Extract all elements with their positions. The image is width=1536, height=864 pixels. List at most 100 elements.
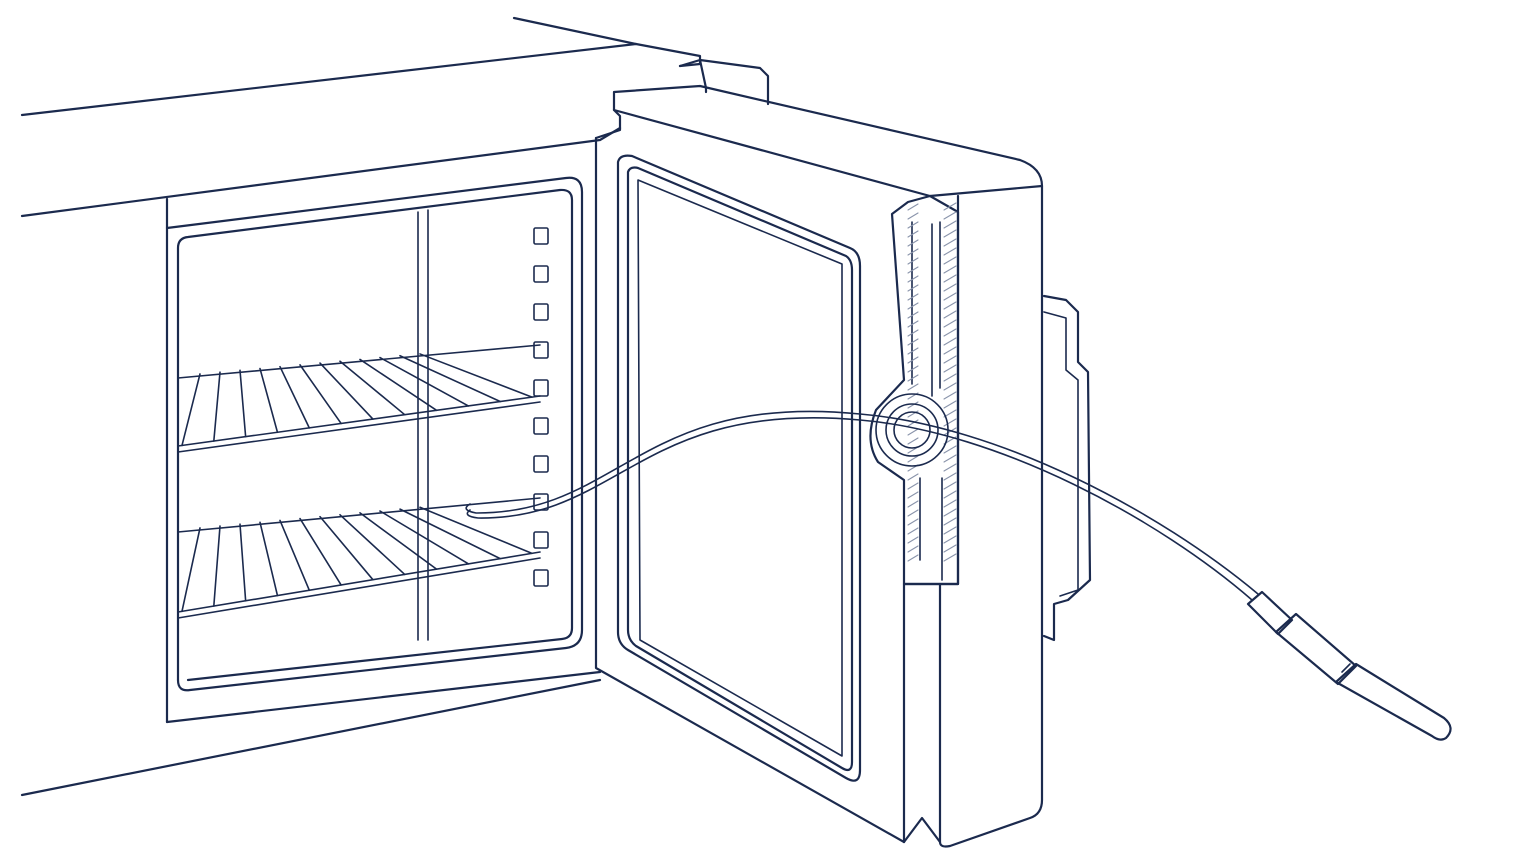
hatch-line [943, 238, 957, 247]
shelf-bar [319, 515, 374, 581]
hatch-line [943, 526, 957, 535]
shelf-bar [339, 513, 406, 576]
hatch-line [943, 508, 957, 517]
door-gasket-outer [616, 154, 862, 782]
hatch-line [943, 463, 957, 472]
hatch-line [943, 283, 957, 292]
cabinet-bottom-inner-edge [165, 670, 602, 724]
hatch-line [943, 310, 957, 319]
shelf-bar [279, 519, 311, 592]
shelf-bar [259, 521, 279, 597]
hatch-line [943, 391, 957, 400]
hatch-line [907, 257, 919, 265]
opening-frame-inner [176, 188, 574, 682]
shelf-bar [419, 506, 533, 555]
door-side-bottom [902, 816, 942, 844]
slot [533, 341, 549, 359]
hatch-line [943, 499, 957, 508]
hatch-line [907, 383, 919, 391]
hatch-line [907, 500, 919, 508]
shelf-bar [379, 356, 470, 407]
hatch-line [907, 356, 919, 364]
wire-shelf-lower [177, 497, 541, 619]
hatch-line [907, 401, 919, 409]
shelf-front-wire [177, 551, 541, 613]
hatch-line [943, 373, 957, 382]
cable-strand-b [465, 410, 1259, 595]
hatch-line [907, 302, 919, 310]
shelf-bar [181, 373, 201, 447]
shelf-bar [239, 523, 247, 602]
probe-ridge [1341, 663, 1351, 673]
hatch-line [907, 455, 919, 463]
hatch-line [943, 229, 957, 238]
hatch-line [907, 266, 919, 274]
slot [533, 531, 549, 549]
cabinet-bottom-edge [20, 678, 602, 797]
shelf-front-wire [177, 395, 541, 447]
hatch-line [943, 427, 957, 436]
door-latch-block [1042, 294, 1092, 642]
hatch-line [907, 365, 919, 373]
shelf-bar [181, 527, 201, 613]
shelf-bar [319, 362, 374, 420]
hatch-line [943, 301, 957, 310]
hatch-line [907, 248, 919, 256]
interior-chamber [165, 176, 584, 692]
shelf-bar [359, 358, 438, 412]
hatch-line [943, 382, 957, 391]
opening-frame-outer [165, 176, 584, 692]
door-cutaway-section [869, 194, 960, 586]
shelf-bar [399, 508, 501, 560]
hatch-line [943, 400, 957, 409]
hatch-line [907, 509, 919, 517]
door-top-face [612, 84, 1044, 198]
shelf-front-wire-lower [177, 557, 541, 619]
open-door [594, 84, 1092, 848]
hatch-line [907, 473, 919, 481]
cutaway-channel-left [911, 221, 933, 397]
hatch-line [907, 527, 919, 535]
hatch-line [943, 274, 957, 283]
hatch-line [907, 239, 919, 247]
hatch-line [943, 319, 957, 328]
hatch-line [907, 482, 919, 490]
hatch-line [907, 545, 919, 553]
shelf-bar [339, 360, 406, 416]
hatch-line [943, 364, 957, 373]
slot [533, 455, 549, 473]
hatch-line [907, 554, 919, 562]
hatch-line [943, 445, 957, 454]
hatch-line [907, 374, 919, 382]
shelf-bar [399, 354, 501, 403]
cabinet-body [20, 16, 770, 797]
hatch-line [943, 265, 957, 274]
hatch-line [943, 328, 957, 337]
slot [533, 379, 549, 397]
temperature-probe-icon [1246, 590, 1452, 741]
hatch-line [943, 211, 957, 220]
probe-cable [465, 410, 1259, 601]
cutaway-channel-right [919, 221, 943, 581]
hatch-line [943, 418, 957, 427]
shelf-bar [419, 353, 533, 398]
shelf-bar [359, 512, 438, 570]
hatch-line [943, 220, 957, 229]
hatch-line [907, 437, 919, 445]
hatch-line [943, 355, 957, 364]
hatch-line [907, 275, 919, 283]
hatch-line [943, 346, 957, 355]
hatch-line [943, 337, 957, 346]
door-gasket-inner [626, 166, 854, 772]
cabinet-hinge-block [678, 58, 770, 106]
probe-connector [1246, 590, 1294, 636]
shelf-back-wire [177, 344, 541, 379]
hatch-line [943, 544, 957, 553]
slot [533, 569, 549, 587]
hatch-line [943, 256, 957, 265]
hatch-line [907, 284, 919, 292]
cutaway-hatching [907, 202, 957, 562]
shelf-bar [259, 367, 279, 434]
back-wall-corner [417, 209, 429, 641]
cable-port-ring-inner [893, 411, 931, 449]
